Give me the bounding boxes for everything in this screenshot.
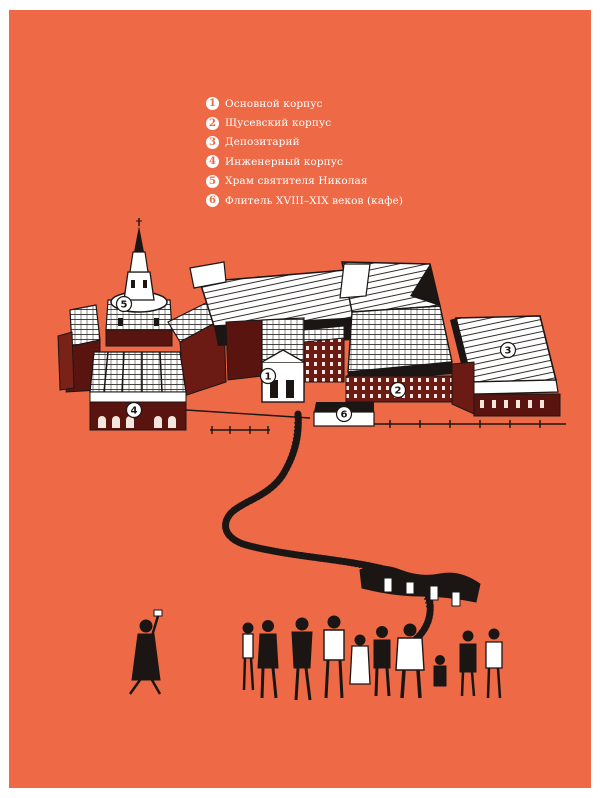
marker-1: 1 — [259, 367, 277, 385]
marker-2: 2 — [389, 381, 407, 399]
buildings-legend: 1 Основной корпус 2 Щусевский корпус 3 Д… — [206, 94, 506, 210]
legend-label: Храм святителя Николая — [225, 175, 368, 188]
svg-text:1: 1 — [265, 372, 272, 383]
building-markers: 1 2 3 4 5 6 — [115, 295, 517, 423]
legend-label: Инженерный корпус — [225, 155, 344, 168]
legend-number-badge: 1 — [206, 97, 219, 111]
fence — [185, 409, 566, 434]
legend-item-2: 2 Щусевский корпус — [206, 113, 506, 132]
legend-item-3: 3 Депозитарий — [206, 133, 506, 152]
svg-text:2: 2 — [395, 386, 402, 397]
svg-text:5: 5 — [121, 300, 128, 311]
legend-item-5: 5 Храм святителя Николая — [206, 172, 506, 191]
legend-number-badge: 2 — [206, 116, 219, 130]
main-building — [189, 261, 357, 403]
legend-number-badge: 5 — [206, 174, 219, 188]
svg-text:3: 3 — [505, 346, 512, 357]
depository-building — [450, 315, 561, 417]
legend-number-badge: 3 — [206, 135, 219, 149]
marker-6: 6 — [335, 405, 353, 423]
marker-4: 4 — [125, 401, 143, 419]
crowd-of-visitors — [242, 565, 503, 701]
legend-label: Щусевский корпус — [225, 117, 332, 130]
tour-guide-figure — [128, 609, 163, 695]
shchusev-building — [339, 261, 455, 403]
church-of-st-nicholas — [105, 218, 173, 347]
legend-item-4: 4 Инженерный корпус — [206, 152, 506, 171]
marker-3: 3 — [499, 341, 517, 359]
legend-label: Депозитарий — [225, 136, 300, 149]
engineering-building — [89, 351, 187, 431]
svg-text:6: 6 — [341, 410, 348, 421]
legend-number-badge: 6 — [206, 194, 219, 208]
legend-item-1: 1 Основной корпус — [206, 94, 506, 113]
legend-label: Основной корпус — [225, 97, 323, 110]
legend-item-6: 6 Флитель XVIII–XIX веков (кафе) — [206, 191, 506, 210]
legend-number-badge: 4 — [206, 155, 219, 169]
visitor-queue — [222, 410, 434, 654]
legend-label: Флитель XVIII–XIX веков (кафе) — [225, 194, 404, 207]
marker-5: 5 — [115, 295, 133, 313]
svg-text:4: 4 — [131, 406, 138, 417]
